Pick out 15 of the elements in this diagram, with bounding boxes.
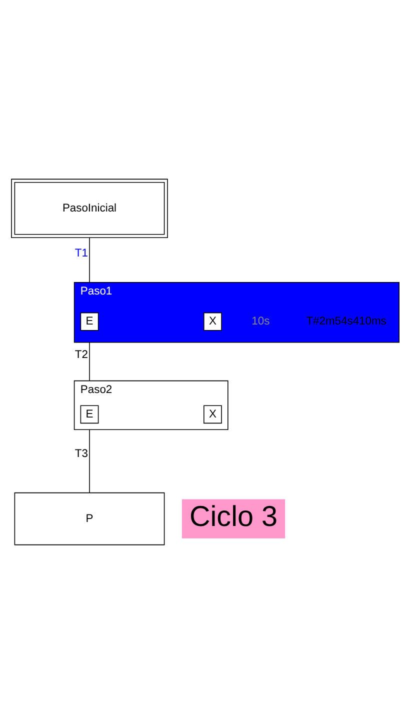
edge-label: T1 bbox=[74, 248, 88, 260]
node-label: 10s bbox=[252, 316, 270, 328]
node-box: E bbox=[80, 405, 99, 424]
node-box: X bbox=[204, 312, 222, 331]
node-label: T#2m54s410ms bbox=[306, 316, 386, 328]
connector bbox=[89, 342, 90, 382]
node-box: E bbox=[80, 312, 99, 331]
edge-label: T3 bbox=[74, 448, 88, 460]
node-box: Ciclo 3 bbox=[182, 499, 286, 538]
connector bbox=[89, 237, 90, 283]
node-box: PasoInicial bbox=[11, 178, 168, 238]
connector bbox=[89, 429, 90, 494]
edge-label: T2 bbox=[74, 348, 88, 361]
node-box: X bbox=[204, 405, 222, 424]
node-box: P bbox=[14, 492, 165, 546]
